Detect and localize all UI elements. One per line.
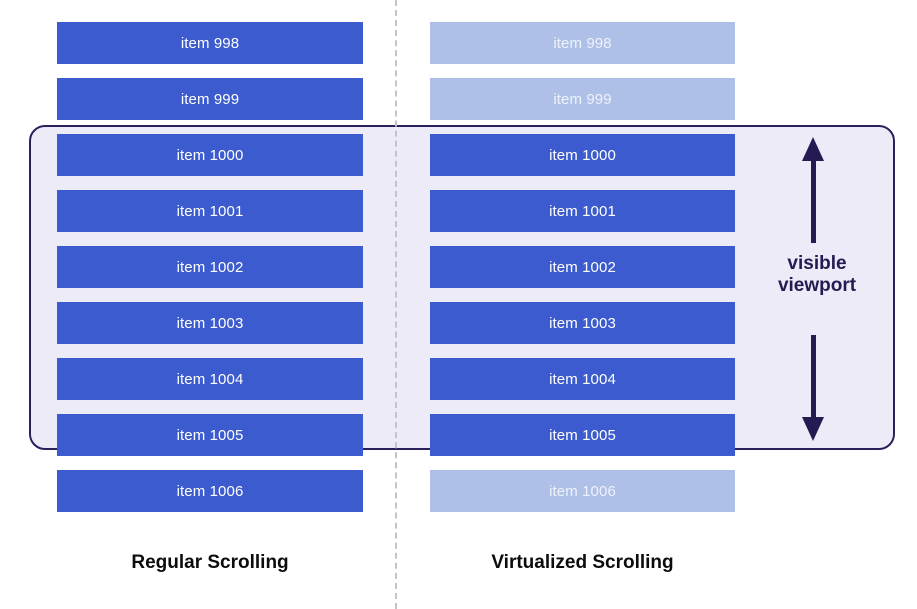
list-item[interactable]: item 1002: [430, 246, 735, 288]
list-item-label: item 1000: [549, 146, 616, 164]
list-item-label: item 999: [180, 90, 240, 108]
list-item[interactable]: item 1001: [430, 190, 735, 232]
list-item[interactable]: item 1006: [57, 470, 363, 512]
list-item[interactable]: item 1005: [57, 414, 363, 456]
visible-viewport-label-line1: visible: [787, 253, 847, 274]
list-item-label: item 998: [180, 34, 240, 52]
list-item-label: item 1001: [176, 202, 244, 220]
list-item[interactable]: item 1005: [430, 414, 735, 456]
caption-regular-scrolling: Regular Scrolling: [131, 552, 289, 573]
list-item-label: item 999: [553, 90, 612, 108]
list-item[interactable]: item 1003: [430, 302, 735, 344]
visible-viewport-label-line2: viewport: [777, 274, 857, 296]
list-item[interactable]: item 1003: [57, 302, 363, 344]
list-item-label: item 1004: [176, 370, 244, 388]
list-item-label: item 1006: [176, 482, 244, 500]
list-item[interactable]: item 1002: [57, 246, 363, 288]
arrow-up-icon: [802, 137, 824, 243]
list-item-label: item 1002: [549, 258, 616, 276]
list-item[interactable]: item 999: [430, 78, 735, 120]
list-item[interactable]: item 1000: [430, 134, 735, 176]
list-item[interactable]: item 1004: [430, 358, 735, 400]
list-item[interactable]: item 998: [430, 22, 735, 64]
list-item[interactable]: item 1006: [430, 470, 735, 512]
list-item-label: item 1000: [176, 146, 244, 164]
list-item-label: item 1003: [176, 314, 244, 332]
list-item[interactable]: item 1004: [57, 358, 363, 400]
list-item[interactable]: item 1000: [57, 134, 363, 176]
arrow-down-icon: [802, 335, 824, 441]
viewport-annotation: visible viewport: [752, 135, 882, 445]
list-item-label: item 1002: [176, 258, 244, 276]
visible-viewport-label: visible viewport: [752, 253, 882, 297]
list-item-label: item 1001: [549, 202, 616, 220]
list-item[interactable]: item 998: [57, 22, 363, 64]
list-item[interactable]: item 1001: [57, 190, 363, 232]
caption-virtualized-scrolling: Virtualized Scrolling: [491, 552, 674, 573]
list-item-label: item 1006: [549, 482, 616, 500]
list-item[interactable]: item 999: [57, 78, 363, 120]
list-item-label: item 1004: [549, 370, 616, 388]
column-divider: [395, 0, 397, 609]
list-item-label: item 998: [553, 34, 612, 52]
list-item-label: item 1005: [176, 426, 244, 444]
double-arrow-icon: [802, 137, 824, 441]
list-item-label: item 1005: [549, 426, 616, 444]
list-item-label: item 1003: [549, 314, 616, 332]
